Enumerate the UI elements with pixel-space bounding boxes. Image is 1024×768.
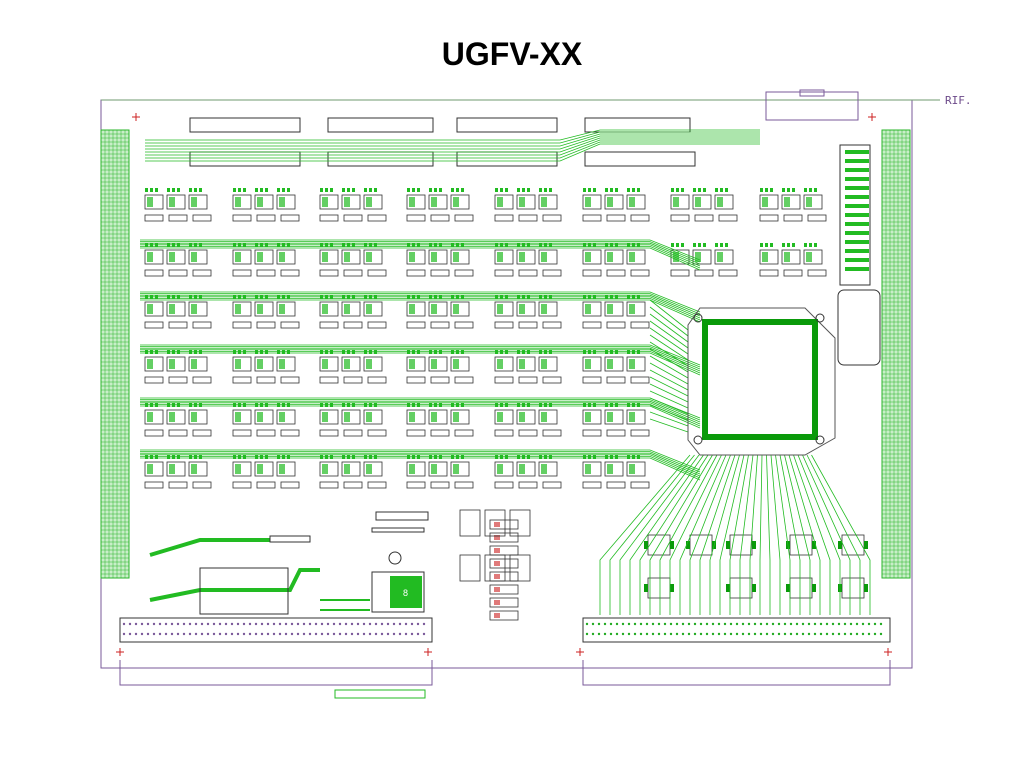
- component-cell: [786, 534, 816, 556]
- component-cell: [494, 403, 562, 437]
- component-cell: [144, 188, 212, 222]
- component-cell: [319, 188, 387, 222]
- component-cell: [582, 188, 650, 222]
- component-cell: [670, 243, 738, 277]
- signal-traces: [140, 129, 871, 621]
- component-cell: [786, 577, 816, 599]
- component-cell: [670, 188, 738, 222]
- component-cell: [144, 403, 212, 437]
- component-cell: [644, 534, 674, 556]
- right-module: [837, 144, 881, 366]
- component-cell: [582, 350, 650, 384]
- component-cell: [759, 188, 827, 222]
- reference-label: RIF.: [945, 94, 972, 107]
- component-cell: [406, 188, 474, 222]
- component-array: [144, 188, 868, 599]
- component-cell: [319, 403, 387, 437]
- component-cell: [144, 350, 212, 384]
- bottom-connector-left: [119, 617, 433, 643]
- mounting-marks: [116, 113, 892, 656]
- component-cell: [838, 534, 868, 556]
- component-cell: [686, 534, 716, 556]
- component-cell: [232, 455, 300, 489]
- component-cell: [838, 577, 868, 599]
- component-cell: [144, 455, 212, 489]
- component-cell: [319, 350, 387, 384]
- component-cell: [494, 350, 562, 384]
- component-cell: [582, 455, 650, 489]
- chip-label: 8: [403, 588, 408, 598]
- component-cell: [319, 455, 387, 489]
- component-cell: [582, 403, 650, 437]
- component-cell: [406, 455, 474, 489]
- component-cell: [726, 577, 756, 599]
- component-cell: [494, 188, 562, 222]
- component-cell: [759, 243, 827, 277]
- page-title: UGFV-XX: [441, 36, 583, 72]
- component-cell: [232, 403, 300, 437]
- component-cell: [232, 350, 300, 384]
- component-cell: [494, 455, 562, 489]
- component-cell: [406, 403, 474, 437]
- bottom-tab: [334, 689, 426, 699]
- main-processor-chip: [687, 307, 836, 456]
- green-module: 8: [371, 571, 425, 613]
- component-cell: [144, 243, 212, 277]
- bottom-connector-right: [582, 617, 891, 643]
- right-edge-connector: [881, 129, 911, 579]
- lower-left-block: [199, 511, 429, 615]
- component-cell: [406, 350, 474, 384]
- left-edge-connector: [100, 129, 130, 579]
- component-cell: [232, 188, 300, 222]
- component-cell: [644, 577, 674, 599]
